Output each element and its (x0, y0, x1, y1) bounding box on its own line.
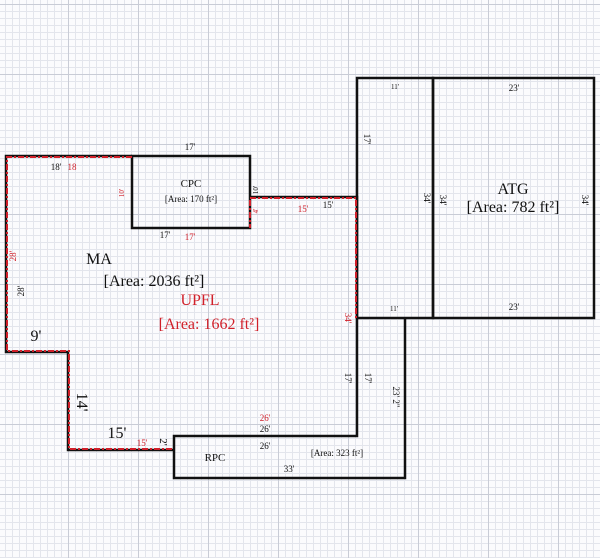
rpc-area: [Area: 323 ft²] (311, 448, 363, 458)
upfl-area: [Area: 1662 ft²] (159, 316, 260, 333)
dim-rpc-left: 2' (157, 438, 169, 446)
dim-cpc-right-red: 4' (252, 209, 260, 214)
cpc-name: CPC (181, 178, 202, 190)
strip-outline[interactable] (355, 76, 435, 320)
dim-ma-step-left: 14' (73, 393, 90, 412)
atg-name: ATG (497, 181, 529, 198)
dim-rpc-inner: 26' (260, 441, 271, 451)
dim-strip-right: 34' (422, 193, 432, 204)
rpc-name: RPC (205, 452, 226, 464)
dim-atg-right: 34' (580, 195, 590, 206)
dim-atg-bottom: 23' (509, 302, 520, 312)
dim-cpc-top: 17' (185, 142, 196, 152)
dim-upfl-bottom: 15' (137, 438, 148, 448)
atg-area: [Area: 782 ft²] (467, 199, 560, 216)
dim-atg-top: 23' (509, 83, 520, 93)
dim-cpc-right: 10' (252, 186, 260, 194)
dim-lower-left-b: 17' (363, 373, 373, 384)
dim-strip-top: 11' (391, 83, 399, 91)
dim-cpc-bottom-red: 17' (185, 232, 196, 242)
upfl-outline[interactable] (6, 156, 174, 450)
dim-atg-left: 34' (438, 195, 448, 206)
dim-cpc-bottom: 17' (160, 230, 171, 240)
dim-upfl-mid-top: 15' (298, 204, 309, 214)
dim-rpc-top-red: 26' (260, 413, 271, 423)
cpc-area: [Area: 170 ft²] (165, 194, 217, 204)
atg-outline[interactable] (431, 76, 596, 320)
dim-rpc-bottom: 33' (284, 464, 295, 474)
dim-ma-step: 9' (31, 328, 42, 345)
dim-ma-left: 28' (16, 285, 26, 296)
ma-area: [Area: 2036 ft²] (104, 273, 205, 290)
dim-upfl-right: 34' (343, 313, 353, 324)
upfl-name: UPFL (180, 292, 219, 309)
dim-strip-bottom: 11' (390, 305, 398, 313)
dim-upfl-top: 18 (68, 162, 78, 172)
dim-rpc-top: 26' (260, 424, 271, 434)
dim-lower-right: 23' 2" (391, 386, 401, 407)
ma-name: MA (86, 251, 112, 268)
dim-cpc-left: 10' (118, 189, 126, 197)
dim-lower-left-a: 17' (343, 373, 353, 384)
upfl-outline-right[interactable] (250, 197, 357, 318)
dim-upfl-left: 28' (8, 250, 18, 261)
dim-ma-top: 18' (51, 162, 62, 172)
cpc-outline[interactable] (130, 154, 252, 230)
dim-ma-bottom: 15' (108, 425, 127, 442)
dim-strip-left: 17' (362, 134, 372, 145)
dim-mid-top: 15' (323, 200, 334, 210)
ma-outline-right[interactable] (172, 195, 407, 480)
